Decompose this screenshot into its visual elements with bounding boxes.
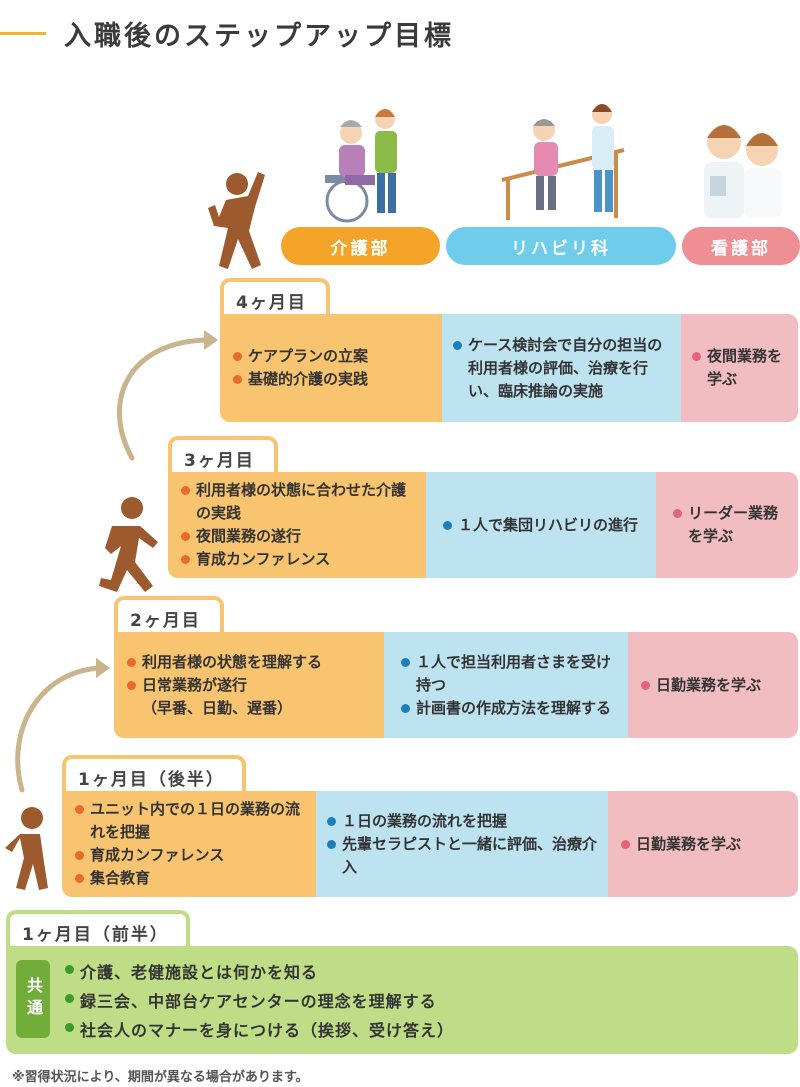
list-item: 集合教育 bbox=[74, 867, 306, 890]
list-item: 利用者様の状態を理解する bbox=[126, 651, 374, 674]
step-1a-row: 共通 介護、老健施設とは何かを知る 録三会、中部台ケアセンターの理念を理解する … bbox=[6, 946, 798, 1054]
list-item: １人で集団リハビリの進行 bbox=[442, 514, 646, 537]
title-accent-line bbox=[0, 32, 46, 35]
step-2-care: 利用者様の状態を理解する 日常業務が遂行 （早番、日勤、遅番） bbox=[114, 632, 384, 738]
cheering-figure-icon bbox=[208, 172, 265, 269]
list-item: 育成カンファレンス bbox=[180, 548, 416, 571]
step-2-nursing: 日勤業務を学ぶ bbox=[628, 632, 798, 738]
list-item: 夜間業務の遂行 bbox=[180, 525, 416, 548]
step-3-nursing: リーダー業務を学ぶ bbox=[656, 472, 798, 578]
step-1b-label: 1ヶ月目（後半） bbox=[62, 755, 246, 793]
list-item: １日の業務の流れを把握 bbox=[326, 810, 598, 833]
arrow-1-to-2 bbox=[15, 665, 105, 793]
dept-rehab: リハビリ科 bbox=[446, 227, 676, 265]
list-item: 日勤業務を学ぶ bbox=[620, 833, 788, 856]
step-3-care: 利用者様の状態に合わせた介護の実践 夜間業務の遂行 育成カンファレンス bbox=[168, 472, 426, 578]
list-item: ケアプランの立案 bbox=[232, 345, 432, 368]
step-2-label: 2ヶ月目 bbox=[114, 596, 224, 634]
common-list: 介護、老健施設とは何かを知る 録三会、中部台ケアセンターの理念を理解する 社会人… bbox=[64, 958, 454, 1045]
step-3-row: 利用者様の状態に合わせた介護の実践 夜間業務の遂行 育成カンファレンス １人で集… bbox=[168, 472, 798, 578]
list-item: 基礎的介護の実践 bbox=[232, 368, 432, 391]
step-2-rehab: １人で担当利用者さまを受け持つ 計画書の作成方法を理解する bbox=[384, 632, 628, 738]
footnote: ※習得状況により、期間が異なる場合があります。 bbox=[12, 1070, 309, 1085]
progress-figures bbox=[5, 172, 265, 890]
list-item: 育成カンファレンス bbox=[74, 844, 306, 867]
list-item-continuation: （早番、日勤、遅番） bbox=[142, 698, 293, 717]
list-item: 日常業務が遂行 bbox=[126, 674, 374, 697]
step-4-row: ケアプランの立案 基礎的介護の実践 ケース検討会で自分の担当の利用者様の評価、治… bbox=[220, 314, 798, 422]
step-1b-rehab: １日の業務の流れを把握 先輩セラピストと一緒に評価、治療介入 bbox=[316, 791, 608, 897]
list-item: 先輩セラピストと一緒に評価、治療介入 bbox=[326, 833, 598, 879]
common-badge: 共通 bbox=[16, 960, 50, 1038]
list-item: 社会人のマナーを身につける（挨拶、受け答え） bbox=[64, 1016, 454, 1045]
step-2-row: 利用者様の状態を理解する 日常業務が遂行 （早番、日勤、遅番） １人で担当利用者… bbox=[114, 632, 798, 738]
page-title: 入職後のステップアップ目標 bbox=[64, 21, 454, 52]
list-item: ケース検討会で自分の担当の利用者様の評価、治療を行い、臨床推論の実施 bbox=[452, 334, 671, 403]
list-item: 録三会、中部台ケアセンターの理念を理解する bbox=[64, 987, 454, 1016]
list-item: ユニット内での１日の業務の流れを把握 bbox=[74, 798, 306, 844]
step-3-rehab: １人で集団リハビリの進行 bbox=[426, 472, 656, 578]
running-figure-icon bbox=[99, 497, 158, 592]
dept-care: 介護部 bbox=[281, 227, 440, 265]
step-4-care: ケアプランの立案 基礎的介護の実践 bbox=[220, 314, 442, 422]
caregiver-wheelchair-illustration bbox=[325, 109, 397, 223]
list-item: 夜間業務を学ぶ bbox=[691, 345, 788, 391]
step-4-label: 4ヶ月目 bbox=[220, 278, 330, 316]
arrow-3-to-4 bbox=[116, 337, 213, 461]
list-item: 日勤業務を学ぶ bbox=[640, 674, 788, 697]
step-4-nursing: 夜間業務を学ぶ bbox=[681, 314, 798, 422]
step-1b-care: ユニット内での１日の業務の流れを把握 育成カンファレンス 集合教育 bbox=[62, 791, 316, 897]
rehab-parallel-bars-illustration bbox=[501, 104, 625, 220]
list-item: 計画書の作成方法を理解する bbox=[400, 697, 618, 720]
step-4-rehab: ケース検討会で自分の担当の利用者様の評価、治療を行い、臨床推論の実施 bbox=[442, 314, 681, 422]
step-1b-nursing: 日勤業務を学ぶ bbox=[608, 791, 798, 897]
list-item: 介護、老健施設とは何かを知る bbox=[64, 958, 454, 987]
step-1b-row: ユニット内での１日の業務の流れを把握 育成カンファレンス 集合教育 １日の業務の… bbox=[62, 791, 798, 897]
nurses-illustration bbox=[704, 125, 782, 218]
list-item: 利用者様の状態に合わせた介護の実践 bbox=[180, 479, 416, 525]
dept-nursing: 看護部 bbox=[682, 227, 800, 265]
list-item: １人で担当利用者さまを受け持つ bbox=[400, 651, 618, 697]
list-item: リーダー業務を学ぶ bbox=[672, 502, 788, 548]
step-1a-label: 1ヶ月目（前半） bbox=[6, 910, 190, 948]
step-3-label: 3ヶ月目 bbox=[168, 436, 278, 474]
walking-figure-icon bbox=[5, 807, 48, 890]
